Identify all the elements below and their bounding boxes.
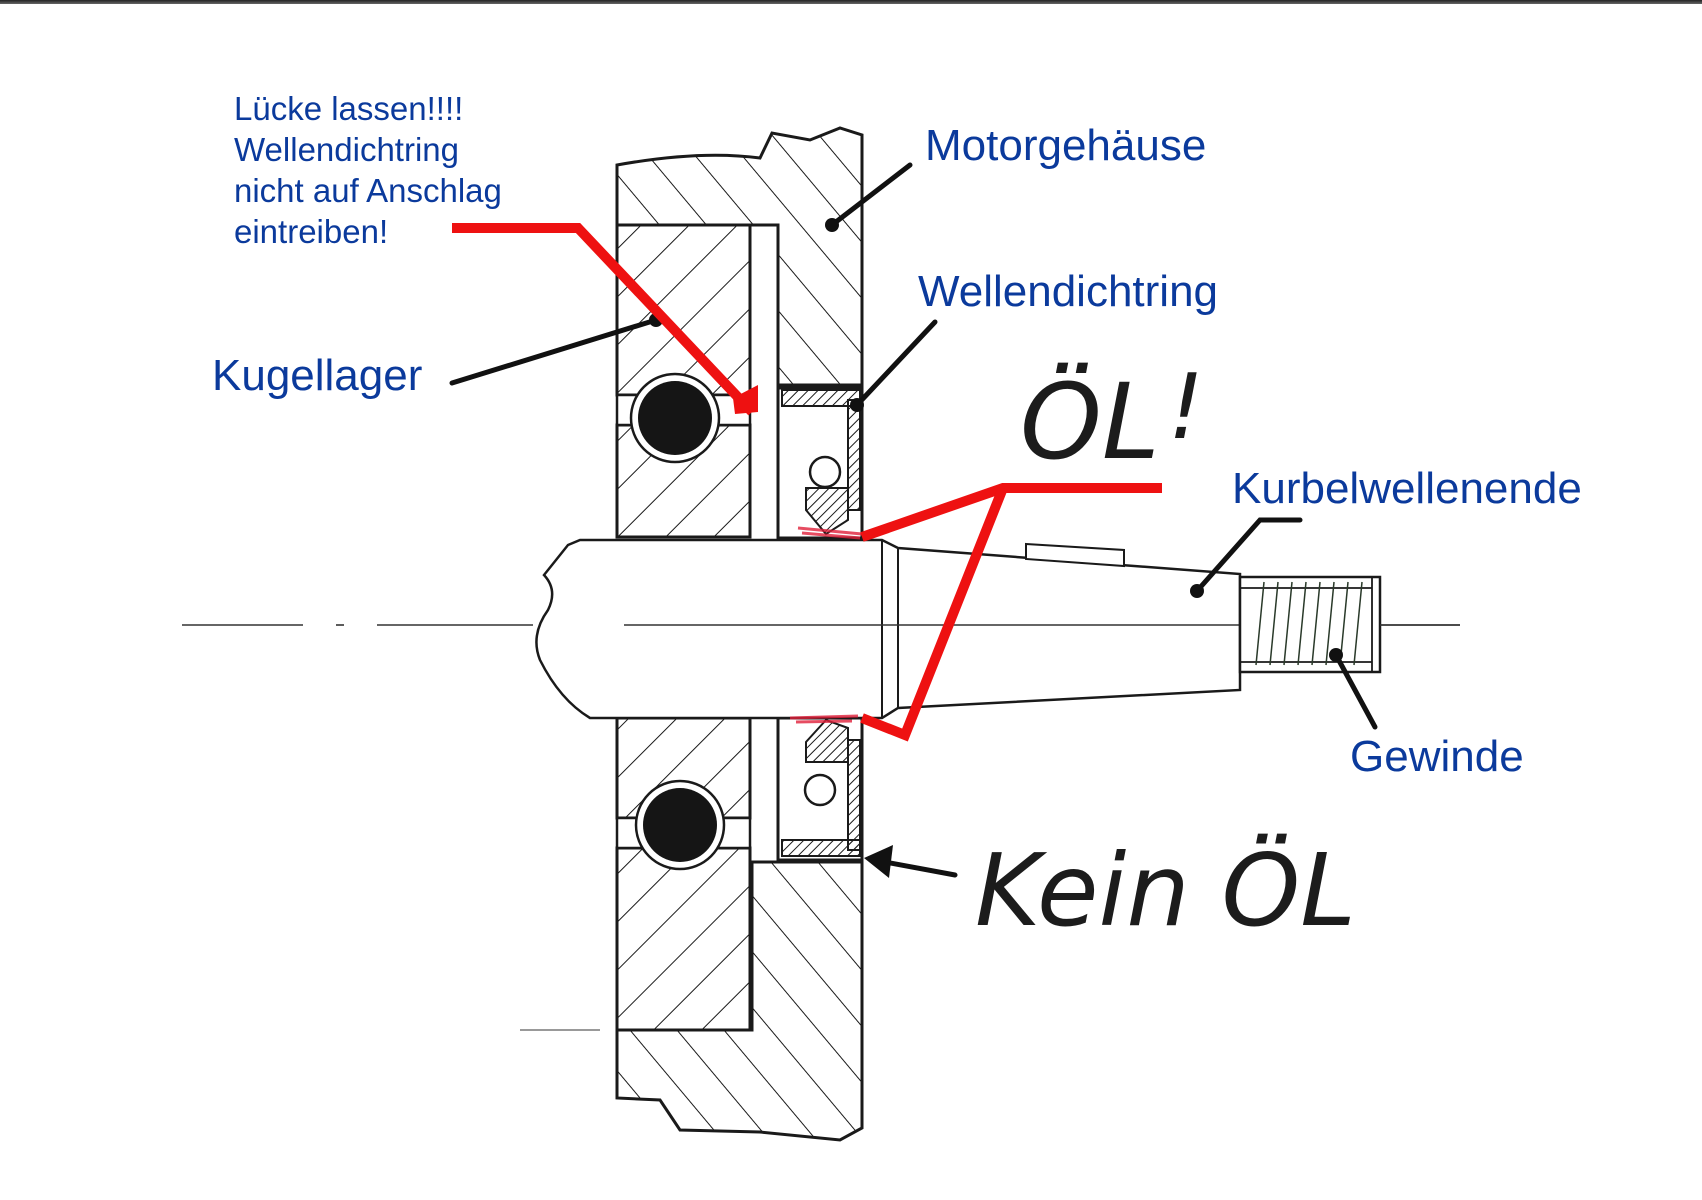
exclamation-mark: ! xyxy=(1167,355,1204,460)
leader-kugellager xyxy=(449,317,659,386)
scan-top-edge xyxy=(0,0,1702,4)
leader-lines xyxy=(449,162,1378,878)
leader-gewinde xyxy=(1333,652,1378,730)
handwritten-kein-oel: Kein ÖL xyxy=(975,832,1356,949)
leader-wellendichtring xyxy=(854,319,938,408)
ball-bearing-lower xyxy=(615,716,752,1032)
crankshaft xyxy=(535,538,1242,720)
shaft-seal-upper xyxy=(776,386,864,540)
arrow-kein-oel xyxy=(882,859,958,878)
handwritten-oel: ÖL! xyxy=(1020,355,1204,483)
callout-oil-lower xyxy=(860,486,1008,742)
callout-gap xyxy=(452,223,756,416)
label-wellendichtring: Wellendichtring xyxy=(918,267,1219,316)
label-motorgehaeuse: Motorgehäuse xyxy=(925,121,1207,170)
bearing-ball-icon xyxy=(638,381,712,455)
note-line: eintreiben! xyxy=(234,213,389,250)
label-kugellager: Kugellager xyxy=(212,351,423,400)
arrow-head-icon xyxy=(864,845,893,878)
note-line: nicht auf Anschlag xyxy=(234,172,502,209)
callout-oil xyxy=(860,483,1162,542)
callout-arrowhead-icon xyxy=(733,385,758,414)
note-line: Wellendichtring xyxy=(234,131,460,168)
note-gap-warning: Lücke lassen!!!! Wellendichtring nicht a… xyxy=(234,88,502,252)
thread xyxy=(1238,575,1460,674)
oil-smudges xyxy=(789,526,863,724)
red-callouts xyxy=(452,223,1162,742)
label-gewinde: Gewinde xyxy=(1350,732,1524,781)
motor-housing-upper xyxy=(615,126,864,387)
shaft-seal-lower xyxy=(776,716,864,862)
label-kurbelwellenende: Kurbelwellenende xyxy=(1232,464,1582,513)
ball-bearing-upper xyxy=(615,223,752,539)
note-line: Lücke lassen!!!! xyxy=(234,90,464,127)
leader-motorgehaeuse xyxy=(829,162,913,228)
leader-kurbelwellenende xyxy=(1194,517,1303,594)
oel-text: ÖL xyxy=(1020,361,1160,483)
